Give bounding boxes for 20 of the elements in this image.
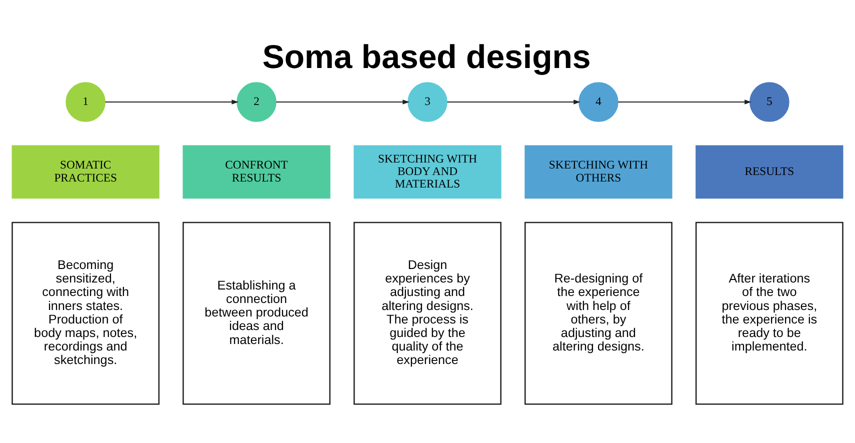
node-box: SOMATIC PRACTICES [12, 145, 160, 199]
node-circle: 1 [66, 82, 106, 122]
arrow [104, 100, 239, 104]
node-box: RESULTS [696, 145, 844, 199]
diagram-title: Soma based designs [262, 38, 591, 76]
node-circle: 3 [408, 82, 448, 122]
node-circle: 5 [750, 82, 790, 122]
node-box: After iterations of the two previous phases, the experience is ready to be implemented. [695, 222, 844, 405]
node-box: Re-designing of the experience with help of others, by adjusting and altering designs. [524, 222, 672, 405]
node-circle: 4 [578, 82, 618, 122]
node-box: SKETCHING WITH OTHERS [524, 145, 672, 199]
node-box: SKETCHING WITH BODY AND MATERIALS [354, 145, 502, 199]
node-box: CONFRONT RESULTS [182, 145, 330, 199]
node-box: Design experiences by adjusting and altering designs. The process is guided by the quality of the experience [354, 222, 502, 405]
node-circle: 2 [236, 82, 276, 122]
arrow [276, 100, 410, 104]
node-box: Becoming sensitized, connecting with inners states. Production of body maps, notes, recordings and sketchings. [12, 222, 160, 405]
node-box: Establishing a connection between produced ideas and materials. [182, 222, 331, 405]
arrow [618, 100, 752, 104]
arrow [446, 100, 580, 104]
